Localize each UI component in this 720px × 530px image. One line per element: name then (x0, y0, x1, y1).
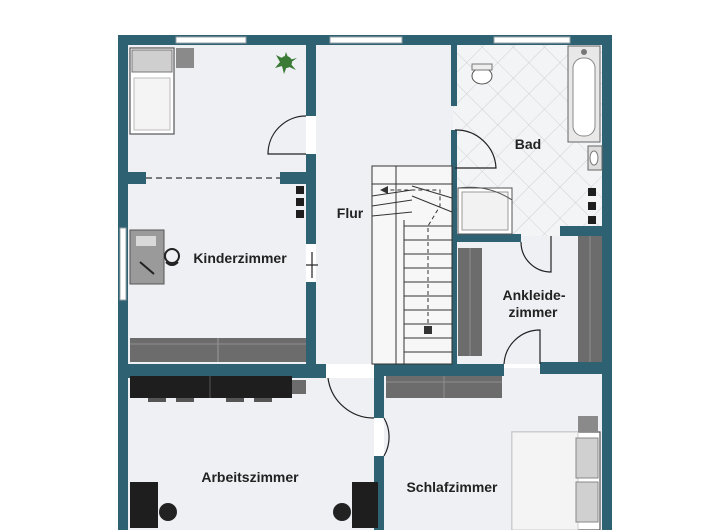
label-arbeitszimmer: Arbeitszimmer (201, 469, 299, 485)
staircase-icon (371, 165, 453, 365)
wall-kinder-flur-mid (306, 154, 316, 244)
toilet-icon (471, 63, 493, 85)
office-chair-right (333, 482, 378, 528)
sockets-kinder (296, 186, 304, 218)
door-ankleide-top (520, 236, 552, 273)
wall-right (602, 35, 612, 530)
wall-kinder-flur-upper (306, 44, 316, 116)
window-flur-top (329, 36, 403, 44)
wardrobe-icon (130, 338, 306, 362)
wall-kinder-flur-lower (306, 282, 316, 378)
desk-chair-icon (129, 229, 180, 285)
wall-kinder-divider-right (280, 172, 308, 184)
label-ankleide-line1: Ankleide- (502, 287, 565, 303)
wall-arbeits-schlaf-upper (374, 368, 384, 418)
window-kinder-top (175, 36, 247, 44)
ankleide-wardrobes (458, 236, 602, 362)
double-bed-icon (511, 416, 601, 530)
window-bad-top (493, 36, 571, 44)
schlaf-wardrobe (386, 376, 502, 398)
door-arbeits (327, 377, 375, 419)
bathtub-icon (567, 45, 601, 143)
door-bad (454, 129, 497, 169)
label-kinderzimmer: Kinderzimmer (193, 250, 287, 266)
plant-icon (275, 52, 297, 74)
door-kinder-top (267, 115, 307, 155)
wall-bad-left-lower (451, 130, 457, 364)
label-bad: Bad (515, 136, 541, 152)
desk-row (130, 376, 306, 402)
wall-bad-bottom-right (560, 226, 610, 236)
sink-icon (587, 145, 603, 171)
wall-bad-bottom-left (451, 234, 521, 242)
shower-icon (457, 186, 513, 235)
sockets-bad (588, 188, 596, 224)
office-chair-left (130, 482, 177, 528)
door-schlaf (383, 417, 390, 457)
wall-mid-right (540, 362, 610, 374)
label-flur: Flur (337, 205, 364, 221)
windows (119, 36, 571, 301)
doors (267, 115, 552, 457)
wall-kinder-divider-left (128, 172, 146, 184)
bed-icon (129, 47, 194, 135)
door-ankleide-bottom (503, 329, 541, 365)
label-schlafzimmer: Schlafzimmer (406, 479, 498, 495)
wall-arbeits-schlaf-lower (374, 456, 384, 530)
window-kinder-left (119, 227, 127, 301)
wall-bad-left (451, 44, 457, 106)
wall-mid-flur (374, 364, 504, 376)
label-ankleide-line2: zimmer (508, 304, 558, 320)
wall-mid-left (118, 364, 326, 378)
